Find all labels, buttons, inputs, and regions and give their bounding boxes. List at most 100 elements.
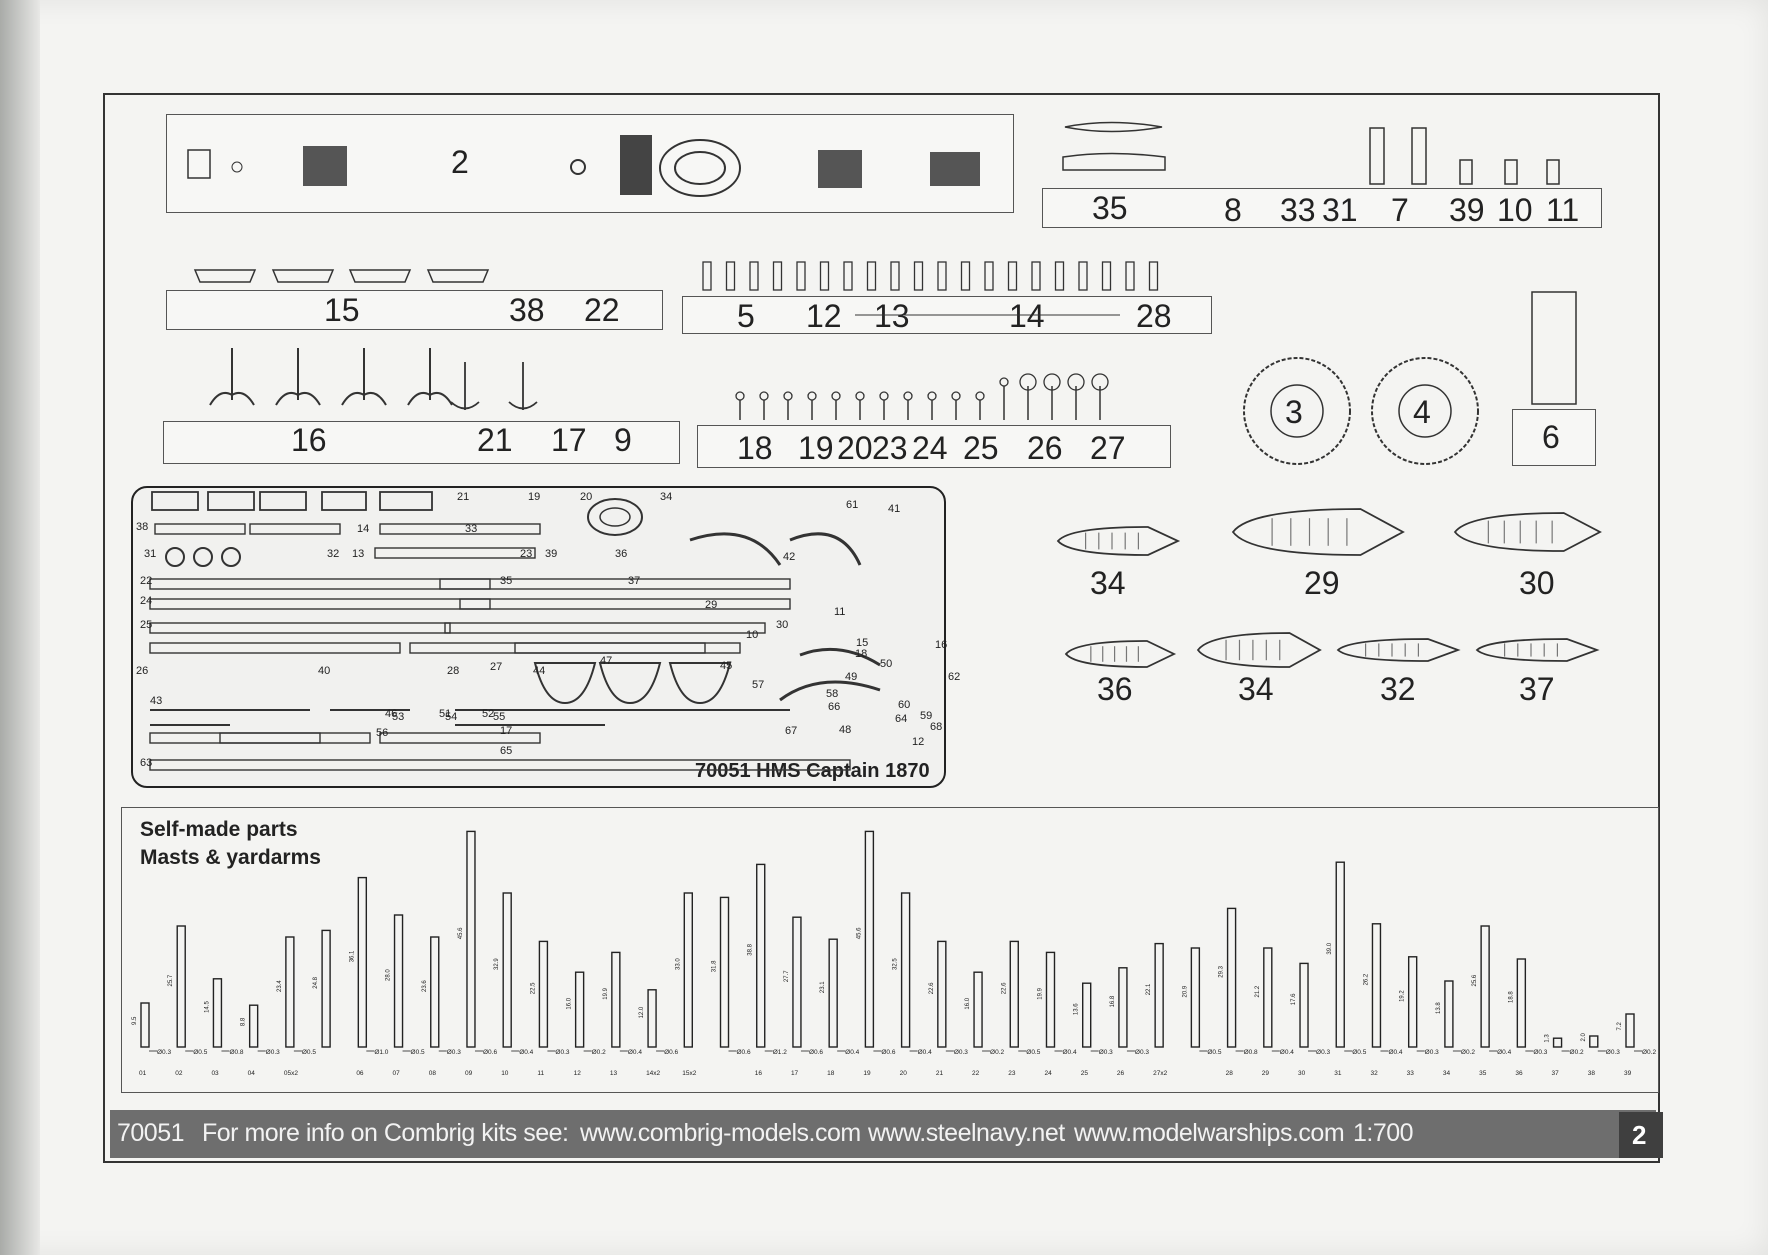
- mast-id-label: 03: [211, 1070, 219, 1077]
- mast-diameter-label: Ø0.4: [1062, 1049, 1076, 1056]
- stanchion-icon: [960, 261, 971, 291]
- lifeboat-part-label: 36: [1097, 671, 1133, 707]
- mast-length-label: 22.6: [1001, 982, 1007, 994]
- mast-length-label: 22.6: [929, 982, 935, 994]
- mast-length-label: 29.3: [1219, 965, 1225, 977]
- pe-part-number: 11: [834, 606, 845, 618]
- stanchion-icon: [843, 261, 853, 291]
- pe-part-number: 62: [948, 671, 960, 683]
- mast-diameter-label: Ø0.6: [809, 1049, 823, 1056]
- masts-section: [121, 807, 1659, 1093]
- mast-id-label: 01: [139, 1070, 147, 1077]
- pe-part-number: 29: [705, 599, 717, 611]
- pe-part-number: 65: [500, 745, 512, 757]
- pe-part-number: 57: [752, 679, 764, 691]
- mast-length-label: 27.7: [784, 970, 790, 982]
- stanchion-icon: [866, 261, 877, 291]
- pe-part-number: 28: [447, 665, 459, 677]
- vent-icon: [1459, 159, 1473, 185]
- boat-part-label: 15: [324, 292, 360, 328]
- vent-cowl: [831, 391, 841, 401]
- vent-part-label: 25: [963, 430, 999, 466]
- pe-davit: [799, 647, 881, 667]
- mast-diameter-label: Ø0.5: [1352, 1049, 1366, 1056]
- mast-bar: [140, 1002, 150, 1048]
- mast-diameter-label: Ø0.3: [447, 1049, 461, 1056]
- mast-diameter-label: Ø0.3: [1533, 1049, 1547, 1056]
- pe-rail: [149, 642, 401, 654]
- mast-length-label: 12.0: [639, 1006, 645, 1018]
- vent-cowl: [855, 391, 865, 401]
- stanchion-icon: [1031, 261, 1041, 291]
- mast-id-label: 34: [1443, 1070, 1451, 1077]
- deck-grating: [930, 152, 980, 186]
- mast-diameter-label: Ø0.6: [737, 1049, 751, 1056]
- pe-part-number: 38: [136, 521, 148, 533]
- mast-length-label: 25.6: [1472, 974, 1478, 986]
- mast-bar: [1118, 967, 1128, 1048]
- pe-part-number: 54: [445, 711, 457, 723]
- deck-grating: [620, 135, 652, 195]
- mast-length-label: 26.2: [1363, 973, 1369, 985]
- pe-part-number: 12: [912, 736, 924, 748]
- pe-part-number: 60: [898, 699, 910, 711]
- pe-part-number: 19: [528, 491, 540, 503]
- mast-length-label: 8.8: [241, 1017, 247, 1026]
- vent-part-label: 20: [837, 430, 873, 466]
- pe-part-number: 68: [930, 721, 942, 733]
- mast-length-label: 9.5: [132, 1016, 138, 1025]
- mast-diameter-label: Ø0.4: [519, 1049, 533, 1056]
- mast-length-label: 23.1: [820, 981, 826, 993]
- stanchion-icon: [1078, 261, 1088, 291]
- footer-link-steelnavy[interactable]: www.steelnavy.net: [868, 1119, 1065, 1147]
- mast-length-label: 1.3: [1545, 1034, 1551, 1043]
- mast-diameter-label: Ø0.3: [157, 1049, 171, 1056]
- pe-rail: [149, 759, 851, 771]
- vent-icon: [1546, 159, 1560, 185]
- pe-platform: [668, 662, 732, 705]
- pe-part-number: 58: [826, 688, 838, 700]
- pe-part-number: 67: [785, 725, 797, 737]
- footer-kit-number: 70051: [117, 1119, 185, 1147]
- mast-bar: [248, 1004, 259, 1048]
- mast-diameter-label: Ø0.4: [1280, 1049, 1294, 1056]
- deck-fitting: [231, 161, 243, 173]
- mast-diameter-label: Ø0.5: [193, 1049, 207, 1056]
- pe-rail: [374, 547, 536, 559]
- page-number-box: 2: [1619, 1112, 1663, 1158]
- stanchion-icon: [1125, 261, 1135, 291]
- pe-rail: [409, 642, 741, 654]
- funnel-base: [1512, 409, 1596, 466]
- mast-diameter-label: Ø0.3: [266, 1049, 280, 1056]
- boat-davit-icon: [426, 269, 490, 283]
- mast-length-label: 21.2: [1255, 985, 1261, 997]
- stanchion-part-label: 13: [874, 298, 910, 334]
- footer-bar: 70051 For more info on Combrig kits see:…: [110, 1110, 1656, 1158]
- pe-part-number: 21: [457, 491, 469, 503]
- pe-part-number: 51: [439, 708, 451, 720]
- deck-hatch: [187, 149, 211, 179]
- mast-id-label: 36: [1515, 1070, 1523, 1077]
- stanchion-part-label: 12: [806, 298, 842, 334]
- pe-panel: [151, 491, 199, 511]
- turret-part-label: 6: [1542, 419, 1560, 455]
- mast-length-label: 19.9: [1037, 987, 1043, 999]
- lifeboat-icon: [1475, 638, 1600, 662]
- mast-bar: [1154, 942, 1164, 1048]
- mast-diameter-label: Ø0.3: [1425, 1049, 1439, 1056]
- footer-link-modelwarships[interactable]: www.modelwarships.com: [1074, 1119, 1345, 1147]
- mast-bar: [285, 936, 295, 1048]
- vent-cowl: [1043, 373, 1061, 391]
- mast-bar: [1516, 958, 1527, 1048]
- mast-id-label: 12: [574, 1070, 582, 1077]
- stanchion-icon: [937, 261, 947, 291]
- mast-diameter-label: Ø0.5: [302, 1049, 316, 1056]
- mast-bar: [1407, 956, 1418, 1048]
- mast-length-label: 16.0: [965, 997, 971, 1009]
- mast-id-label: 27x2: [1153, 1070, 1167, 1077]
- mast-diameter-label: Ø0.2: [1461, 1049, 1475, 1056]
- pe-rail: [459, 598, 791, 610]
- mast-bar: [393, 914, 404, 1048]
- mast-length-label: 45.6: [856, 927, 862, 939]
- footer-link-combrig[interactable]: www.combrig-models.com: [580, 1119, 861, 1147]
